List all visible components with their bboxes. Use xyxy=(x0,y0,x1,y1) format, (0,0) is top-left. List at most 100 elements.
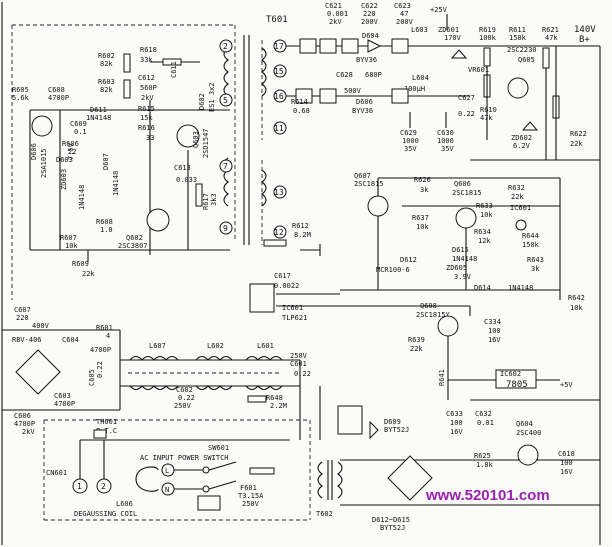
zd605-label: ZD605 xyxy=(446,264,467,272)
c621-label: C621 xyxy=(325,2,342,10)
c622-voltage: 200V xyxy=(361,18,379,26)
c612-voltage: 2kV xyxy=(141,94,154,102)
r618-body xyxy=(162,58,182,66)
d609-value: BYT52J xyxy=(384,426,409,434)
v170-label: 170V xyxy=(444,34,462,42)
c630-value: 1000 xyxy=(437,137,454,145)
pin-13 xyxy=(273,185,287,199)
c611-label: C611 xyxy=(170,61,178,78)
c618-voltage: 16V xyxy=(560,468,573,476)
r602-value: 82k xyxy=(100,60,113,68)
zd602-value: 6.2V xyxy=(513,142,531,150)
c607-value: 220 xyxy=(16,314,29,322)
choke-3 xyxy=(341,38,359,54)
ic602-regulator xyxy=(495,369,537,389)
c630-voltage: 35V xyxy=(441,145,454,153)
r621-label: R621 xyxy=(542,26,559,34)
byv36a-label: BYV36 xyxy=(356,56,377,64)
c608-value: 4700P xyxy=(48,94,69,102)
zd603-value: 7.5V xyxy=(67,142,75,160)
d615-value: 1N4148 xyxy=(452,255,477,263)
q606-part: 2SA1015 xyxy=(40,148,48,178)
zd603-label: ZD603 xyxy=(60,169,68,190)
l606-label: L606 xyxy=(116,500,133,508)
r601-label: R601 xyxy=(96,324,113,332)
optocoupler xyxy=(249,283,275,313)
f601-voltage: 250V xyxy=(242,500,260,508)
d603-label: D603 xyxy=(56,156,73,164)
choke-4 xyxy=(391,38,409,54)
l604-label: L604 xyxy=(412,74,429,82)
t601-label: T601 xyxy=(266,15,288,25)
q608-transistor xyxy=(437,315,459,337)
pin-7 xyxy=(219,159,233,173)
ptc-thermistor xyxy=(93,429,107,439)
r612-value: 8.2M xyxy=(294,231,311,239)
r603-value: 82k xyxy=(100,86,113,94)
c629-value: 1000 xyxy=(402,137,419,145)
c629-voltage: 35V xyxy=(404,145,417,153)
pin-17-label: 17 xyxy=(274,42,284,51)
c334-value: 100 xyxy=(488,327,501,335)
r621-body xyxy=(542,47,550,69)
pin-11-label: 11 xyxy=(274,124,284,133)
c623-label: C623 xyxy=(394,2,411,10)
d612-d615-value: BYT52J xyxy=(380,524,405,532)
c627-value: 0.22 xyxy=(458,110,475,118)
q606b-transistor xyxy=(455,207,477,229)
c628-label: C628 xyxy=(336,71,353,79)
pin-9 xyxy=(219,221,233,235)
r616-label: R616 xyxy=(138,124,155,132)
fuse xyxy=(249,467,275,475)
c603-label: C603 xyxy=(54,392,71,400)
c621-voltage: 2kV xyxy=(329,18,342,26)
c613-label: C613 xyxy=(174,164,191,172)
r614-label: R614 xyxy=(291,98,308,106)
q606b-part: 2SC1815 xyxy=(452,189,482,197)
bridge-rectifier xyxy=(15,349,61,395)
pin-12 xyxy=(273,225,287,239)
switch-contact-1 xyxy=(202,466,210,474)
q606-label: D606 xyxy=(30,143,38,160)
pin-5-label: 5 xyxy=(223,96,228,105)
d612-d615-label: D612~D615 xyxy=(372,516,410,524)
ac-l-text: L xyxy=(165,467,169,475)
r608-value: 1.0 xyxy=(100,226,113,234)
c606-value: 4700P xyxy=(14,420,35,428)
q602-part: 2SC3807 xyxy=(118,242,148,250)
r617-body xyxy=(195,183,203,207)
f601-rating: T3.15A xyxy=(238,492,264,500)
q608-part: 2SC1815Y xyxy=(416,311,451,319)
r622-label: R622 xyxy=(570,130,587,138)
q607-part: 2SC1815 xyxy=(354,180,384,188)
cn601-label: CN601 xyxy=(46,469,67,477)
c622-value: 220 xyxy=(363,10,376,18)
q603-label: Q603 xyxy=(192,131,200,148)
d614-value: 1N4148 xyxy=(508,284,533,292)
c628-voltage: 500V xyxy=(344,87,362,95)
ic601-pin xyxy=(515,219,527,231)
r639-label: R639 xyxy=(408,336,425,344)
r605-label: R605 xyxy=(12,86,29,94)
q603-transistor xyxy=(176,124,200,148)
c604-value: 4700P xyxy=(90,346,111,354)
choke-5 xyxy=(295,88,313,104)
r608-label: R608 xyxy=(96,218,113,226)
l602-label: L602 xyxy=(207,342,224,350)
pin-2-label: 2 xyxy=(223,42,228,51)
pin-15-label: 15 xyxy=(274,67,284,76)
bridge-rectifier-2 xyxy=(387,455,433,501)
r642-value: 10k xyxy=(570,304,583,312)
d612-label: D612 xyxy=(400,256,417,264)
r607-label: R607 xyxy=(60,234,77,242)
d604-label: D604 xyxy=(362,32,379,40)
r643-label: R643 xyxy=(527,256,544,264)
q604-label: Q604 xyxy=(516,420,533,428)
q606b-label: Q606 xyxy=(454,180,471,188)
watermark: www.520101.com xyxy=(425,487,550,504)
b-plus-label: B+ xyxy=(579,35,590,45)
r648-body xyxy=(247,395,267,403)
q603-part: 2SD1547 xyxy=(202,128,210,158)
c334-voltage: 16V xyxy=(488,336,501,344)
r626-label: R626 xyxy=(414,176,431,184)
